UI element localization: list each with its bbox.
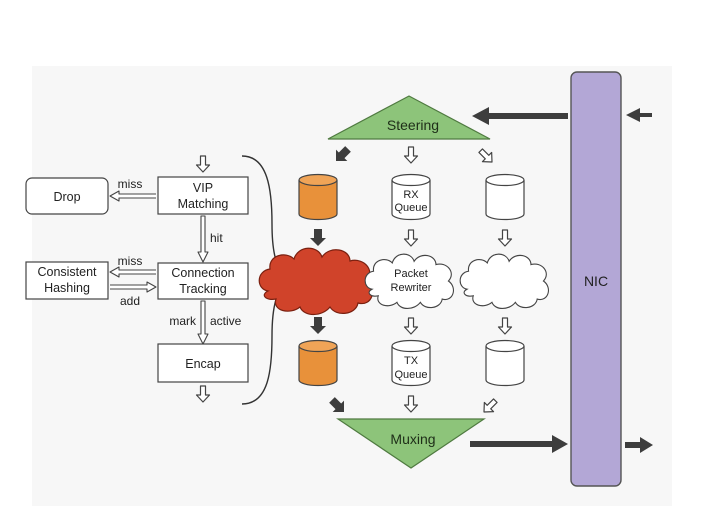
tx-label-line1: TX [404,355,419,367]
steering-label: Steering [387,117,439,133]
tx-queue-cylinder [391,339,431,387]
pipeline-section: VIP Matching Drop miss hit Connection Tr… [25,155,292,405]
hit-label: hit [210,231,223,245]
add-label: add [120,294,140,308]
rx-label-line2: Queue [394,202,427,214]
drop-label: Drop [53,190,80,204]
miss-arrow-to-drop [109,190,156,202]
encap-label: Encap [185,357,220,371]
nic-bar [570,71,622,487]
active-label: active [210,314,242,328]
orange-rx-cylinder [298,173,338,221]
encap-box [157,343,249,383]
consistent-label-line1: Consistent [37,265,97,279]
nic-to-steering-arrow [472,107,568,125]
nic-label: NIC [584,273,608,289]
external-out-arrow [625,437,653,453]
orange-tx-cylinder [298,339,338,387]
mark-active-arrow [197,300,209,345]
miss-arrow-to-hashing [109,266,156,278]
mark-label: mark [169,314,197,328]
vip-label-line2: Matching [178,197,229,211]
packet-label-line1: Packet [394,268,428,280]
miss-label-mid: miss [118,254,143,268]
conn-label-line2: Tracking [179,282,227,296]
vip-matching-box [157,176,249,215]
add-arrow-to-tracking [110,281,157,293]
miss-label-top: miss [118,177,143,191]
rx-label-line1: RX [403,189,419,201]
drop-box [25,177,109,215]
muxing-label: Muxing [390,431,435,447]
white-tx-cylinder [485,339,525,387]
conn-label-line1: Connection [171,266,234,280]
packet-label-line2: Rewriter [391,282,432,294]
external-in-arrow [626,108,652,122]
rx-queue-cylinder [391,173,431,221]
dataplane-section: Steering Muxing NIC [258,71,653,487]
muxing-to-nic-arrow [470,435,568,453]
vip-label-line1: VIP [193,181,213,195]
connection-tracking-box [157,262,249,300]
muxing-triangle [336,418,486,469]
tx-label-line2: Queue [394,369,427,381]
white-rx-cylinder [485,173,525,221]
hit-arrow [197,215,209,263]
consistent-label-line2: Hashing [44,281,90,295]
consistent-hashing-box [25,261,109,300]
steering-triangle [327,95,491,140]
